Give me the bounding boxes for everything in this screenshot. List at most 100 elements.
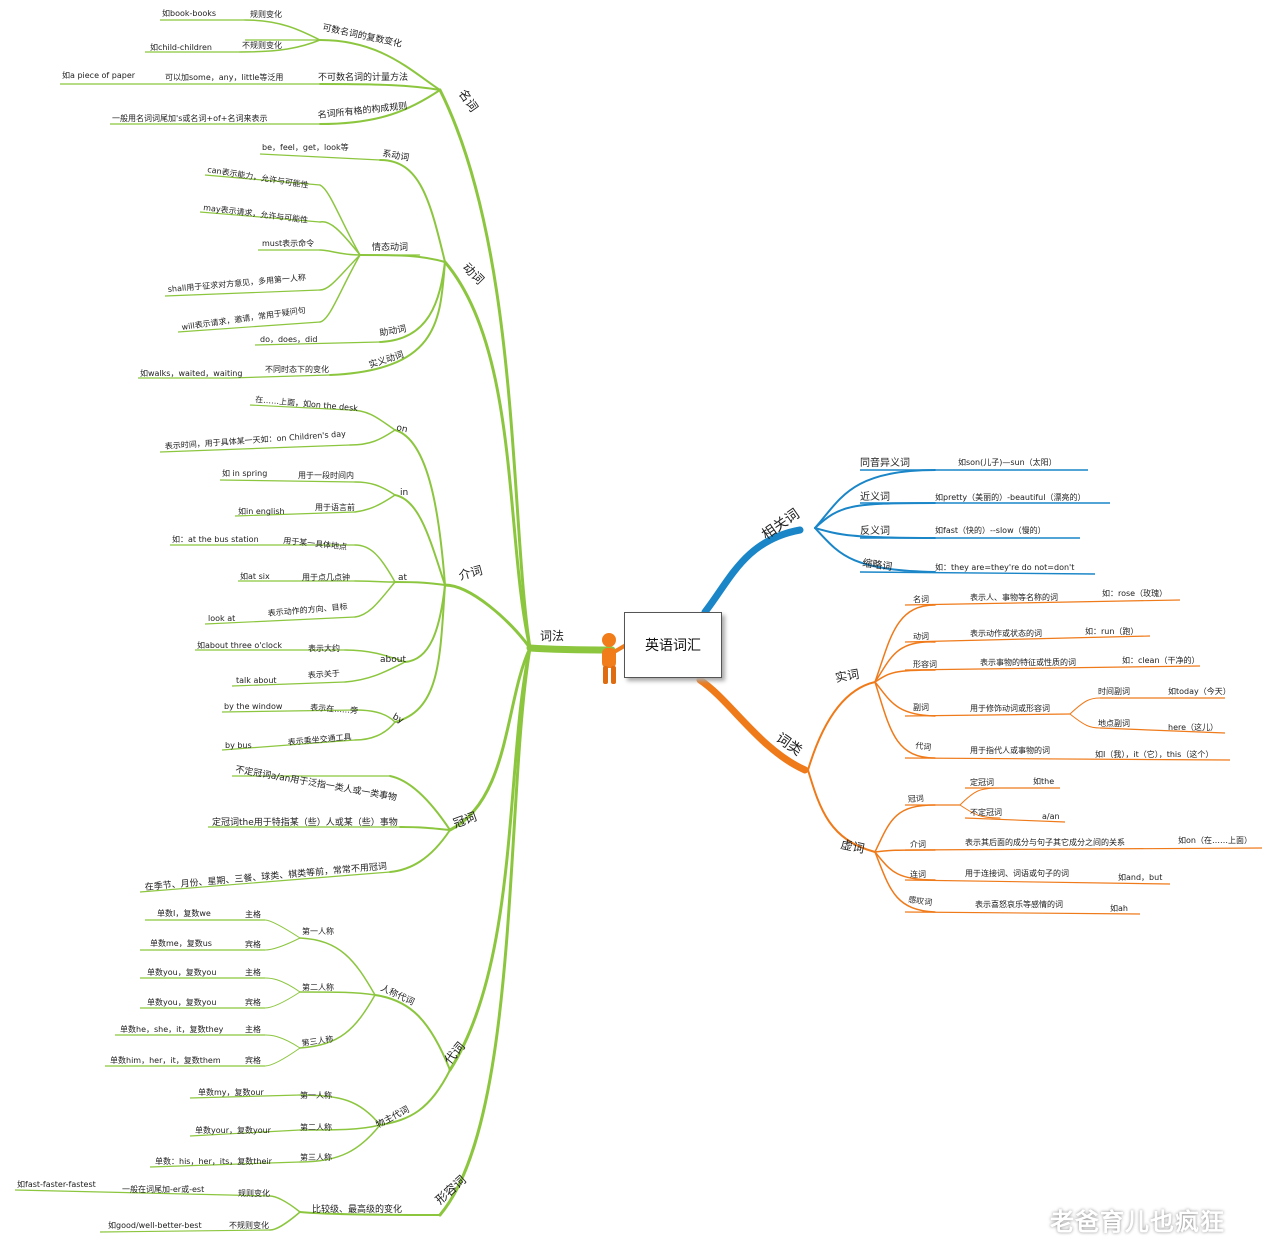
verb-modal: 情态动词 <box>372 241 408 253</box>
pronoun-poss-p3: 第三人称 <box>300 1152 332 1162</box>
function-words-label: 虚词 <box>839 837 865 856</box>
verb-modal-4: shall用于征求对方意见，多用第一人称 <box>167 272 306 294</box>
content-noun-ex: 如：rose（玫瑰） <box>1102 588 1167 598</box>
prep-at-a-ex: 如：at the bus station <box>172 534 259 544</box>
content-adv: 副词 <box>913 703 929 712</box>
related-homophone: 同音异义词 <box>860 456 910 469</box>
pronoun-p1-obj: 宾格 <box>245 939 261 949</box>
content-pron-ex: 如I（我），it（它），this（这个） <box>1095 749 1213 759</box>
function-article-indef: 不定冠词 <box>970 807 1002 817</box>
content-words-label: 实词 <box>834 666 860 685</box>
prep-at-b-desc: 用于点几点钟 <box>302 572 350 582</box>
content-pron-desc: 用于指代人或事物的词 <box>970 745 1050 755</box>
verb-aux: 助动词 <box>378 322 407 339</box>
related-antonym: 反义词 <box>860 525 890 537</box>
adj-irregular: 不规则变化 <box>229 1220 269 1230</box>
content-adj-ex: 如：clean（干净的） <box>1122 655 1200 665</box>
verb-notional-desc: 不同时态下的变化 <box>265 364 329 374</box>
function-conj-ex: 如and，but <box>1118 872 1162 882</box>
content-verb-ex: 如：run（跑） <box>1085 626 1138 636</box>
verb-linking-ex: be，feel，get，look等 <box>262 142 349 152</box>
content-adv-place-ex: here（这儿） <box>1168 722 1218 732</box>
noun-plural-regular-ex: 如book-books <box>162 8 216 18</box>
prep-by-a-ex: by the window <box>224 702 283 711</box>
verb-aux-ex: do，does，did <box>260 335 317 344</box>
function-article-def-ex: 如the <box>1033 776 1054 786</box>
prep-at: at <box>398 573 408 583</box>
content-adv-time: 时间副词 <box>1098 686 1130 696</box>
content-adv-desc: 用于修饰动词或形容词 <box>970 703 1050 713</box>
content-verb: 动词 <box>913 631 929 641</box>
pronoun-poss-p3-ex: 单数：his，her，its，复数their <box>155 1156 273 1166</box>
adj-regular: 规则变化 <box>238 1188 270 1198</box>
prep-in-a-desc: 用于一段时间内 <box>298 470 354 480</box>
pronoun-p2-obj: 宾格 <box>245 997 261 1007</box>
verb-modal-3: must表示命令 <box>262 238 314 248</box>
pronoun-p2-subj-ex: 单数you，复数you <box>147 967 216 977</box>
central-topic: 英语词汇 <box>624 612 722 678</box>
pronoun-p3-subj-ex: 单数he，she，it，复数they <box>120 1024 224 1034</box>
pronoun-p1-obj-ex: 单数me，复数us <box>150 938 212 948</box>
watermark-text: 老爸育儿也疯狂 <box>1050 1208 1225 1236</box>
root-left-label: 词法 <box>540 629 564 643</box>
adj-compare: 比较级、最高级的变化 <box>312 1203 402 1215</box>
noun-uncount-ex: 如a piece of paper <box>62 70 136 80</box>
pronoun-p3-subj: 主格 <box>245 1024 261 1034</box>
prep-by-a-desc: 表示在……旁 <box>310 702 359 715</box>
adj-regular-desc: 一般在词尾加-er或-est <box>122 1184 204 1194</box>
prep-in-b-desc: 用于语言前 <box>315 502 355 512</box>
function-conj: 连词 <box>910 869 926 879</box>
content-verb-desc: 表示动作或状态的词 <box>970 628 1042 638</box>
right-labels: 相关词 同音异义词 如son(儿子)—sun（太阳） 近义词 如pretty（美… <box>759 456 1252 913</box>
noun-plural-irregular: 不规则变化 <box>242 40 282 50</box>
article-c: 在季节、月份、星期、三餐、球类、棋类等前，常常不用冠词 <box>144 860 387 893</box>
function-conj-desc: 用于连接词、词语或句子的词 <box>965 868 1069 878</box>
pronoun-p3-obj: 宾格 <box>245 1055 261 1065</box>
noun-possessive: 名词所有格的构成规则 <box>317 100 408 121</box>
pronoun-personal: 人称代词 <box>379 982 417 1008</box>
function-article-def: 定冠词 <box>970 777 994 787</box>
related-abbrev-ex: 如：they are=they're do not=don't <box>935 562 1074 572</box>
article-label: 冠词 <box>451 809 478 830</box>
pronoun-p1-subj-ex: 单数I，复数we <box>157 908 211 918</box>
prep-on-a: 在……上面，如on the desk <box>255 394 359 413</box>
function-interj: 感叹词 <box>908 894 933 907</box>
noun-label: 名词 <box>456 86 482 114</box>
noun-uncount-desc: 可以加some，any，little等泛用 <box>165 72 283 82</box>
pronoun-poss-p2: 第二人称 <box>300 1122 332 1132</box>
content-adv-time-ex: 如today（今天） <box>1168 686 1231 696</box>
content-pron: 代词 <box>915 740 932 752</box>
article-a: 不定冠词a/an用于泛指一类人或一类事物 <box>234 763 397 803</box>
adj-irregular-ex: 如good/well-better-best <box>108 1220 202 1230</box>
function-interj-desc: 表示喜怒哀乐等感情的词 <box>975 899 1063 909</box>
pronoun-p2: 第二人称 <box>302 982 334 992</box>
verb-modal-2: may表示请求，允许与可能性 <box>203 202 309 225</box>
pronoun-p1: 第一人称 <box>302 926 334 936</box>
adj-regular-ex: 如fast-faster-fastest <box>17 1179 96 1189</box>
pronoun-poss-p2-ex: 单数your，复数your <box>195 1125 272 1135</box>
prep-on: on <box>395 423 408 435</box>
verb-linking: 系动词 <box>381 148 410 164</box>
content-noun-desc: 表示人、事物等名称的词 <box>970 592 1058 602</box>
function-prep-desc: 表示其后面的成分与句子其它成分之间的关系 <box>965 837 1125 847</box>
function-interj-ex: 如ah <box>1110 903 1128 913</box>
prep-at-b-ex: 如at six <box>240 571 270 581</box>
content-adv-place: 地点副词 <box>1098 718 1130 728</box>
pronoun-p1-subj: 主格 <box>245 909 261 919</box>
verb-notional: 实义动词 <box>367 348 405 371</box>
prep-about-b-desc: 表示关于 <box>307 668 340 680</box>
prep-about-a-desc: 表示大约 <box>308 643 340 653</box>
related-synonym-ex: 如pretty（美丽的）-beautiful（漂亮的） <box>935 492 1085 502</box>
left-branches <box>14 19 616 1233</box>
prep-in: in <box>400 488 408 498</box>
prep-at-a-desc: 用于某一具体地点 <box>283 535 348 552</box>
prep-by-b-desc: 表示乘坐交通工具 <box>287 731 352 747</box>
noun-plural-regular: 规则变化 <box>250 9 282 19</box>
pronoun-p3: 第三人称 <box>301 1034 334 1048</box>
related-antonym-ex: 如fast（快的）--slow（慢的） <box>935 525 1046 535</box>
noun-plural-irregular-ex: 如child-children <box>150 42 212 52</box>
function-prep-ex: 如on（在……上面） <box>1178 835 1252 845</box>
central-topic-title: 英语词汇 <box>645 638 701 654</box>
content-adj: 形容词 <box>913 659 937 669</box>
